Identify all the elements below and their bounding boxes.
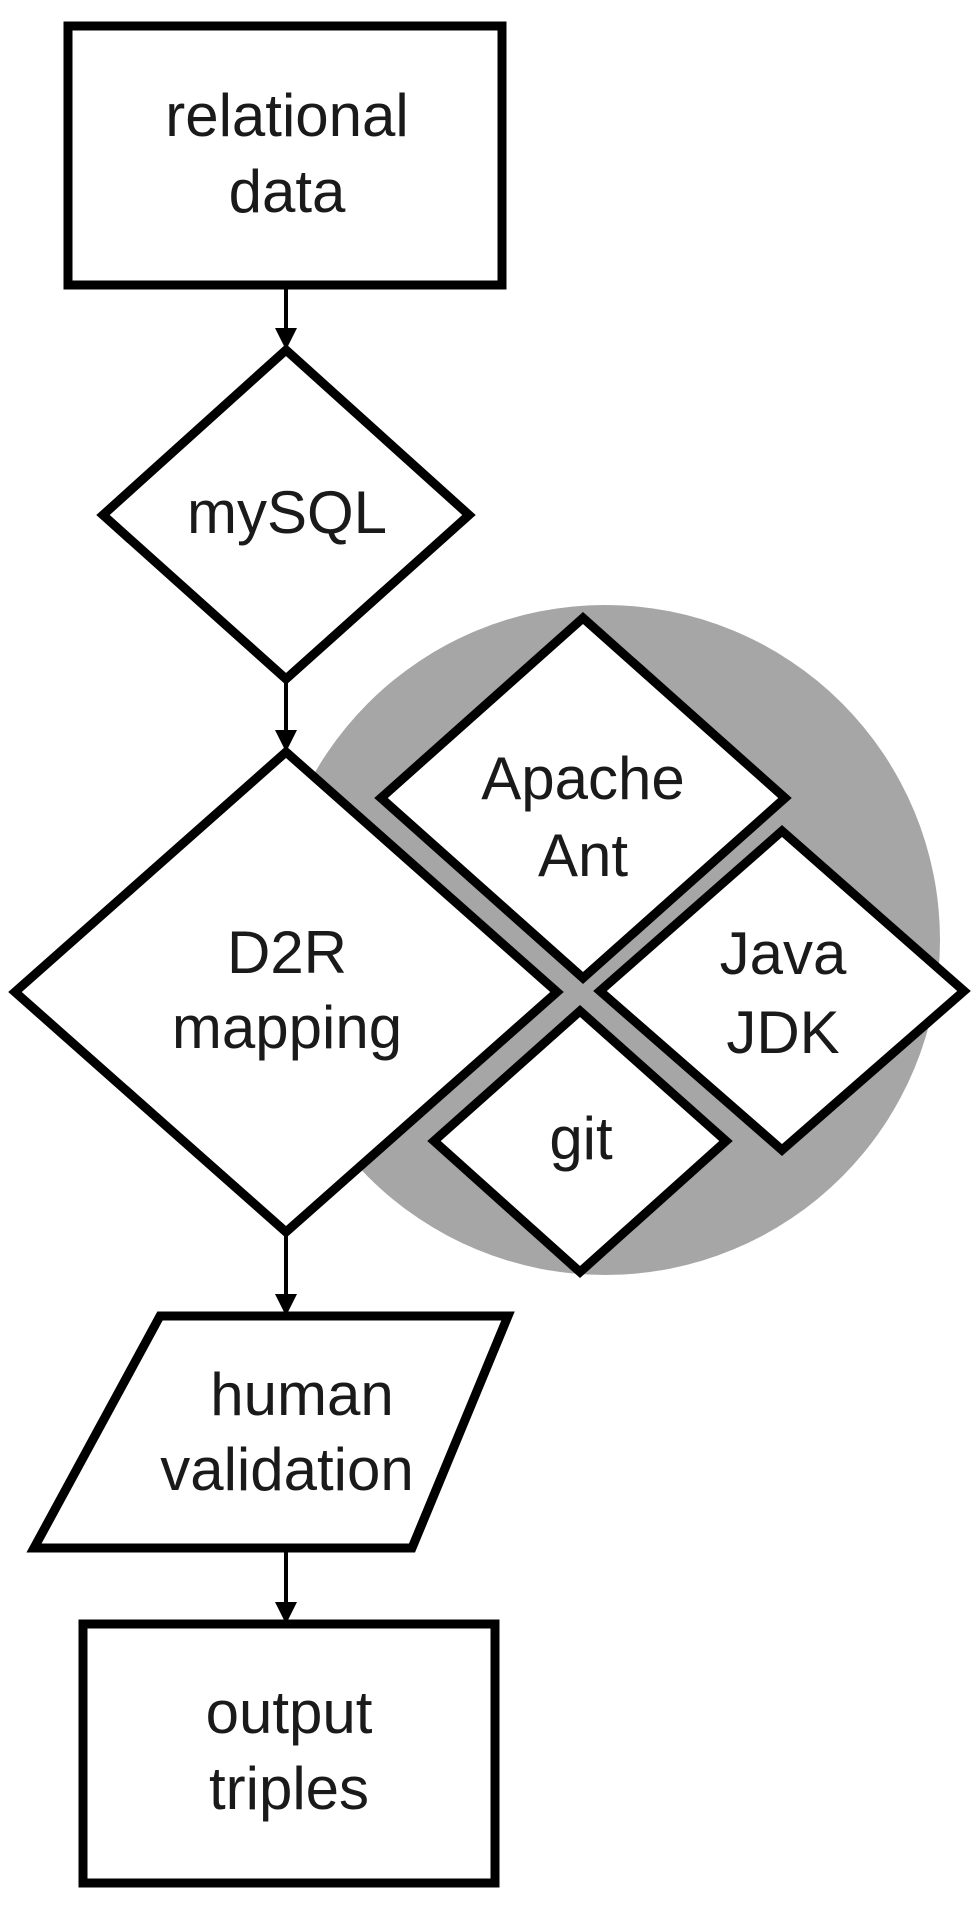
human-validation-label-line1: human [210,1361,393,1428]
git-label: git [549,1105,613,1172]
node-mysql: mySQL [96,343,476,686]
relational-data-label-line1: relational [165,82,409,149]
d2r-mapping-label-line1: D2R [227,919,347,986]
mysql-label: mySQL [187,479,387,546]
apache-ant-label-line1: Apache [481,745,685,812]
edge-human-validation-to-output [275,1548,297,1624]
d2r-mapping-label-line2: mapping [172,994,402,1061]
human-validation-label-line2: validation [160,1436,414,1503]
node-relational-data: relational data [63,21,507,290]
output-triples-label-line2: triples [209,1755,369,1822]
node-output-triples: output triples [78,1619,500,1888]
edge-d2r-to-human-validation [275,1232,297,1316]
node-human-validation: human validation [26,1311,515,1553]
node-git: git [427,1004,733,1279]
node-d2r-mapping: D2R mapping [8,745,564,1239]
java-jdk-label-line1: Java [720,920,847,987]
edge-relational-to-mysql [275,285,297,350]
apache-ant-label-line2: Ant [538,822,628,889]
edge-mysql-to-d2r [275,679,297,752]
node-apache-ant: Apache Ant [374,611,792,985]
relational-data-label-line2: data [229,158,346,225]
node-java-jdk: Java JDK [593,825,971,1156]
output-triples-label-line1: output [206,1679,373,1746]
java-jdk-label-line2: JDK [726,999,839,1066]
